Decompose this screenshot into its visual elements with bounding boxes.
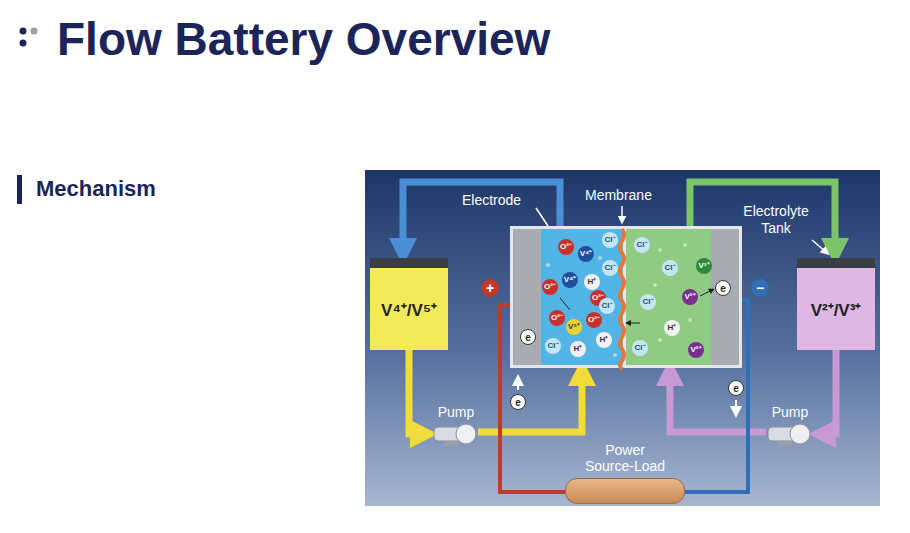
load-label: Power Source-Load <box>560 442 690 474</box>
ion: V³⁺ <box>696 258 712 274</box>
ion: O²⁻ <box>586 312 602 328</box>
pump: Pump <box>762 404 818 447</box>
ion: O²⁻ <box>542 279 558 295</box>
page-title: Flow Battery Overview <box>57 12 550 66</box>
pipe-connector <box>822 350 836 434</box>
pipe-connector <box>409 350 424 434</box>
ion: Cl⁻ <box>640 294 656 310</box>
ion: Cl⁻ <box>662 260 678 276</box>
pump-label: Pump <box>428 404 484 421</box>
ion: O²⁻ <box>558 239 574 255</box>
ion: Cl⁻ <box>545 338 561 354</box>
pump: Pump <box>428 404 484 447</box>
ion: V²⁺ <box>682 289 698 305</box>
ion: O²⁻ <box>549 310 565 326</box>
electrolyte-tank: V⁴⁺/V⁵⁺ <box>370 258 448 350</box>
ion: Cl⁻ <box>599 298 615 314</box>
ion: H⁺ <box>584 274 600 290</box>
pump-icon <box>428 421 484 447</box>
ion: H⁺ <box>596 332 612 348</box>
terminal-sign: + <box>481 279 499 297</box>
power-load: Power Source-Load <box>560 442 690 504</box>
ion: Cl⁻ <box>632 340 648 356</box>
tank-label: V⁴⁺/V⁵⁺ <box>381 298 437 321</box>
ion: H⁺ <box>570 341 586 357</box>
electron: e <box>510 394 526 410</box>
ion: V²⁺ <box>688 342 704 358</box>
ion: Cl⁻ <box>602 232 618 248</box>
ion: H⁺ <box>664 320 680 336</box>
ion: Cl⁻ <box>634 237 650 253</box>
ion: V⁵⁺ <box>566 319 582 335</box>
electrolyte-tank: V²⁺/V³⁺ <box>797 258 875 350</box>
pump-icon <box>762 421 818 447</box>
part-label: Membrane <box>585 187 652 203</box>
electron: e <box>520 329 536 345</box>
electron: e <box>715 280 731 296</box>
section-heading: Mechanism <box>36 176 156 202</box>
pump-label: Pump <box>762 404 818 421</box>
load-resistor <box>565 478 685 504</box>
part-label: Electrode <box>462 192 521 208</box>
part-label: Electrolyte Tank <box>730 203 822 237</box>
ion: Cl⁻ <box>602 260 618 276</box>
tank-label: V²⁺/V³⁺ <box>811 298 862 321</box>
electron: e <box>728 380 744 396</box>
terminal-sign: − <box>751 279 769 297</box>
